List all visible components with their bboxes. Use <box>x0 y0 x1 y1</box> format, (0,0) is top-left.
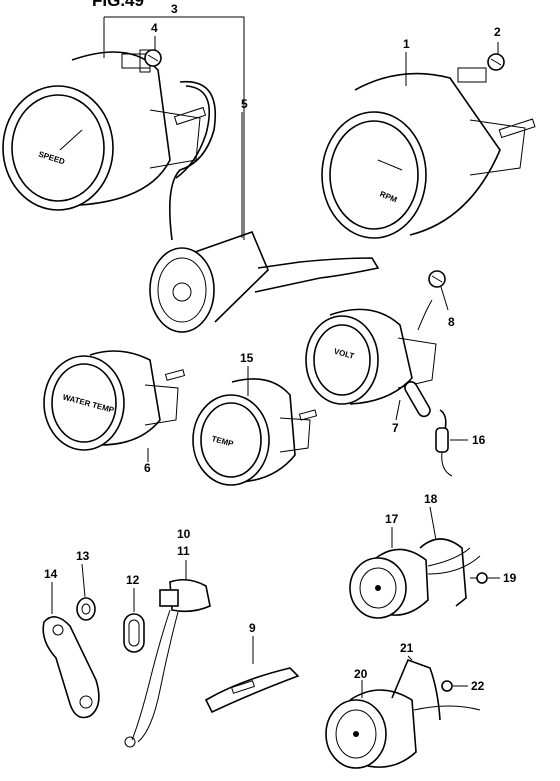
screw-19 <box>470 572 500 584</box>
part-number-12: 12 <box>126 573 140 587</box>
part-number-21: 21 <box>400 641 414 655</box>
strap-9 <box>204 667 300 714</box>
part-number-2: 2 <box>494 25 501 39</box>
part-number-18: 18 <box>424 492 438 506</box>
bulb-socket-4 <box>144 36 162 67</box>
part-number-22: 22 <box>471 679 485 693</box>
part-number-4: 4 <box>151 21 158 35</box>
part-number-10: 10 <box>177 527 191 541</box>
part-number-6: 6 <box>144 461 151 475</box>
leader-21 <box>407 655 413 661</box>
voltmeter-gauge-7: VOLT <box>305 299 437 405</box>
part-number-11: 11 <box>177 544 190 558</box>
socket-wiring-10-11 <box>124 560 211 748</box>
part-number-8: 8 <box>448 315 455 329</box>
washer-13 <box>76 597 96 621</box>
speedometer-cable-inner <box>175 85 210 179</box>
figure-title: FIG.49 <box>92 0 144 10</box>
bulb-lead-16 <box>404 381 468 477</box>
leader-18 <box>429 506 437 541</box>
part-number-20: 20 <box>354 667 368 681</box>
meter-housing <box>149 230 380 333</box>
part-number-15: 15 <box>240 351 254 365</box>
part-number-7: 7 <box>392 421 399 435</box>
part-number-1: 1 <box>403 37 410 51</box>
switch-20 <box>325 680 481 769</box>
part-number-14: 14 <box>44 567 58 581</box>
part-number-5: 5 <box>241 97 248 111</box>
group-3-bracket <box>103 16 245 240</box>
clamp-21 <box>391 658 441 721</box>
bulb-socket-2 <box>487 42 505 71</box>
tachometer: RPM <box>321 67 536 239</box>
part-number-17: 17 <box>385 512 399 526</box>
part-number-19: 19 <box>503 571 517 585</box>
switch-17 <box>349 527 481 619</box>
speedometer: SPEED <box>2 49 207 211</box>
leader-7 <box>395 399 401 421</box>
part-number-9: 9 <box>249 621 256 635</box>
speedometer-cable <box>168 80 216 241</box>
socket-8 <box>428 270 449 311</box>
bracket-14 <box>42 616 100 719</box>
part-number-13: 13 <box>76 549 90 563</box>
part-number-3: 3 <box>171 2 178 16</box>
water-temp-gauge-6: WATER TEMP <box>43 350 186 451</box>
temp-gauge-15: TEMP <box>192 378 318 486</box>
screw-22 <box>441 680 468 692</box>
part-number-16: 16 <box>472 433 486 447</box>
clamp-18 <box>419 538 467 607</box>
